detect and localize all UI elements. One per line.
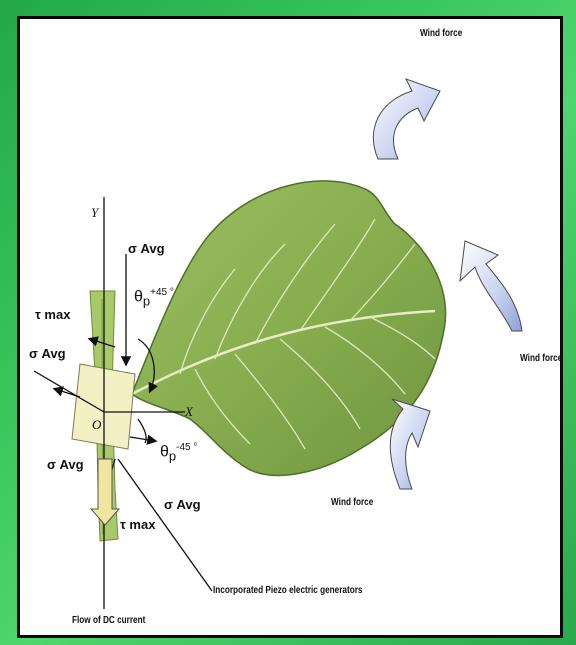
diagram-svg <box>20 19 560 635</box>
origin-label: O <box>92 417 101 433</box>
diagram-panel: Wind force Wind force Wind force Y X O σ… <box>17 16 563 638</box>
axis-x-label: X <box>185 404 193 420</box>
theta-p-plus-45: θp+45 ° <box>134 287 174 309</box>
curved-arrow-icon <box>460 241 522 331</box>
sigma-avg-bottom: σ Avg <box>164 497 201 512</box>
curved-arrow-icon <box>373 79 440 159</box>
piezo-generators-label: Incorporated Piezo electric generators <box>213 585 362 596</box>
tau-max-top: τ max <box>35 307 70 322</box>
theta-p-minus-45: θp-45 ° <box>160 442 197 464</box>
tau-max-bottom: τ max <box>120 517 155 532</box>
sigma-avg-lower-left: σ Avg <box>47 457 84 472</box>
dc-current-label: Flow of DC current <box>72 615 145 626</box>
wind-force-label-right: Wind force <box>520 353 562 364</box>
axis-y-label: Y <box>91 205 98 221</box>
sigma-avg-top: σ Avg <box>128 241 165 256</box>
wind-force-label-top: Wind force <box>420 28 462 39</box>
wind-force-label-bottom: Wind force <box>331 497 373 508</box>
sigma-avg-left: σ Avg <box>29 346 66 361</box>
